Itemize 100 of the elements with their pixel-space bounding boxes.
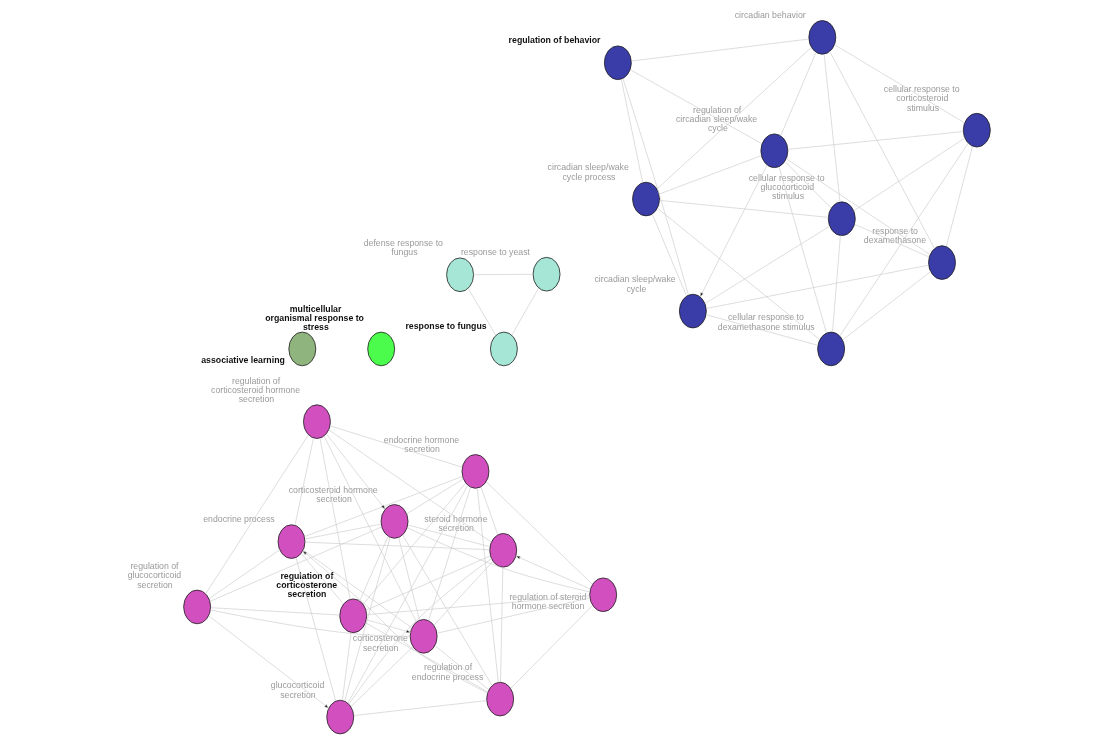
- connector: [350, 646, 413, 708]
- node-label: cellular response to dexamethasone stimulus: [717, 312, 815, 332]
- connector: [629, 69, 762, 145]
- connector: [620, 78, 643, 183]
- arrow: [365, 619, 411, 634]
- connector: [833, 44, 965, 124]
- connector: [656, 47, 812, 190]
- node-ellipse: [409, 619, 438, 654]
- connector: [329, 425, 463, 468]
- node-ellipse: [603, 45, 632, 80]
- connector: [362, 482, 466, 605]
- node-ellipse: [445, 257, 474, 293]
- connector: [787, 131, 964, 150]
- connector: [434, 645, 489, 691]
- connector: [327, 429, 492, 543]
- connector: [365, 555, 491, 611]
- connector: [852, 137, 965, 212]
- node-label: response to dexamethasone: [863, 225, 926, 246]
- connector: [303, 476, 463, 537]
- connector: [480, 486, 498, 536]
- connector: [209, 526, 382, 602]
- connector: [397, 537, 420, 621]
- connector: [510, 287, 539, 336]
- node-label: corticosteroid hormone secretion: [288, 484, 378, 505]
- node-label: circadian behavior: [734, 10, 806, 21]
- connector: [323, 435, 417, 623]
- connector: [294, 437, 314, 526]
- node-label: response to yeast: [460, 246, 530, 257]
- connector: [656, 207, 820, 340]
- connector: [353, 700, 487, 716]
- node-ellipse: [962, 112, 991, 148]
- node-label: response to fungus: [404, 320, 487, 331]
- arrow: [208, 615, 329, 709]
- connector: [509, 605, 593, 689]
- connector: [401, 534, 492, 686]
- node-label: circadian sleep/wake cycle process: [547, 162, 629, 182]
- node-label: regulation of corticosterone secretion: [275, 570, 337, 599]
- node-ellipse: [532, 256, 560, 292]
- connector: [853, 224, 929, 258]
- node-ellipse: [338, 598, 367, 634]
- node-label: corticosterone secretion: [352, 633, 408, 653]
- arrow: [302, 550, 488, 694]
- node-label: regulation of steroid hormone secretion: [508, 591, 586, 612]
- connector: [831, 235, 841, 333]
- connector: [302, 549, 412, 629]
- node-ellipse: [588, 577, 617, 613]
- node-label: cellular response to glucocorticoid stimulus: [748, 172, 825, 202]
- node-ellipse: [807, 20, 836, 55]
- connector: [945, 146, 973, 247]
- connector: [304, 523, 381, 540]
- node-ellipse: [182, 589, 211, 625]
- node-label: regulation of behavior: [508, 34, 601, 45]
- node-ellipse: [366, 331, 395, 367]
- node-ellipse: [489, 331, 518, 367]
- node-label: associative learning: [200, 354, 285, 365]
- connector: [779, 52, 816, 137]
- connector: [823, 54, 840, 203]
- connector: [778, 166, 827, 334]
- connector: [300, 553, 344, 605]
- connector: [630, 38, 809, 62]
- connector: [427, 486, 471, 621]
- node-label: cellular response to corticosteroid stimulus: [883, 84, 960, 113]
- connector: [433, 561, 493, 626]
- node-label: regulation of endocrine process: [411, 662, 483, 682]
- connector: [348, 558, 492, 705]
- node-ellipse: [631, 181, 660, 217]
- connector: [838, 142, 968, 337]
- node-label: steroid hormone secretion: [423, 513, 488, 534]
- node-ellipse: [927, 245, 956, 280]
- connector: [651, 213, 687, 297]
- node-label: multicellular organismal response to stress: [264, 304, 364, 332]
- node-label: circadian sleep/wake cycle: [593, 274, 676, 294]
- connector: [467, 288, 496, 336]
- connector: [784, 161, 832, 209]
- connector: [209, 607, 340, 616]
- connector: [705, 264, 929, 309]
- node-ellipse: [287, 331, 316, 367]
- connector: [347, 484, 468, 704]
- connector: [658, 155, 762, 195]
- connector: [476, 487, 499, 683]
- node-ellipse: [827, 201, 856, 236]
- connector: [705, 314, 818, 346]
- connector: [406, 527, 590, 593]
- connector: [204, 434, 309, 595]
- connector: [341, 632, 351, 701]
- connector: [209, 609, 410, 637]
- connector: [405, 478, 464, 515]
- node-ellipse: [816, 331, 845, 367]
- node-ellipse: [302, 404, 331, 439]
- connector: [704, 225, 830, 304]
- connector: [436, 597, 590, 634]
- arrow: [325, 433, 385, 510]
- connector: [622, 78, 689, 296]
- connector: [319, 437, 350, 600]
- connector: [304, 541, 490, 551]
- node-ellipse: [485, 681, 514, 717]
- node-label: endocrine process: [202, 514, 275, 525]
- node-ellipse: [461, 454, 489, 489]
- connector: [485, 481, 593, 585]
- connector: [785, 158, 930, 255]
